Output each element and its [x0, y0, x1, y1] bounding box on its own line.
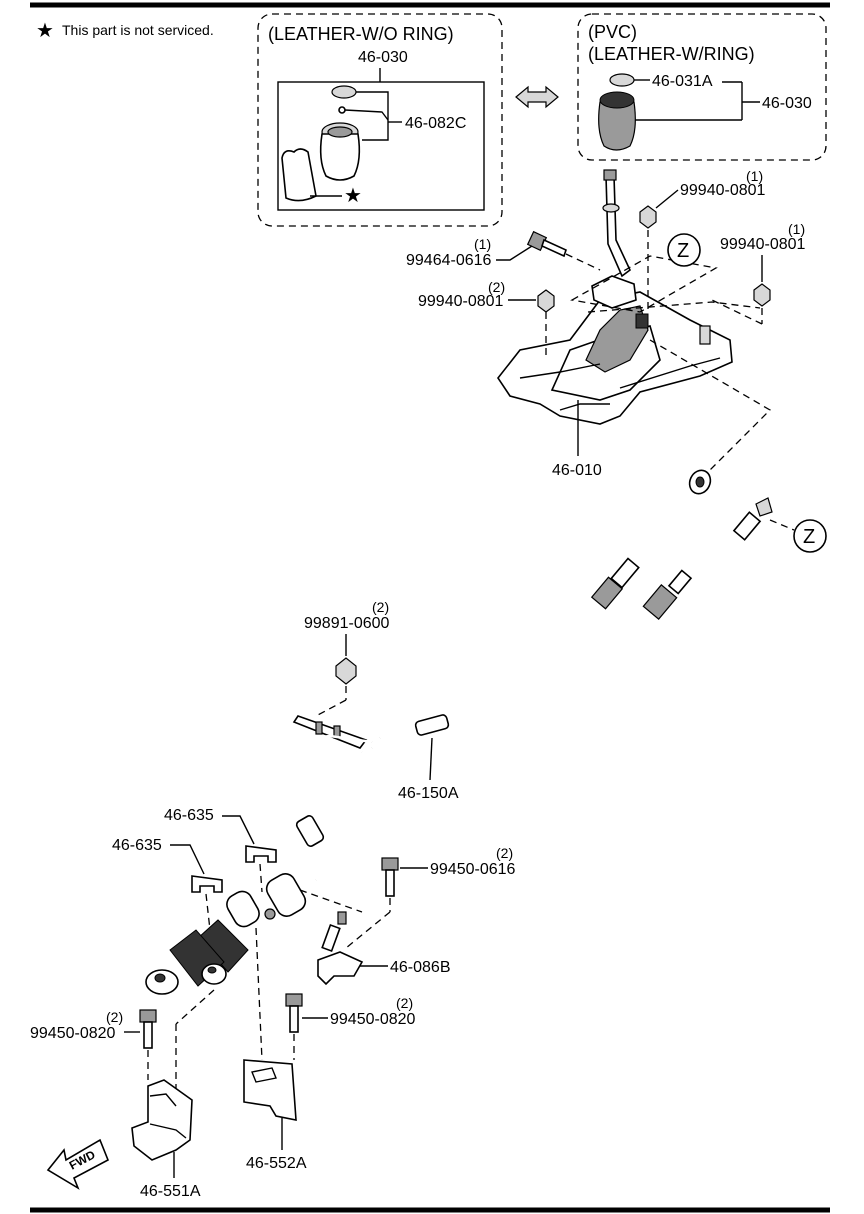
pvc-leather-with-ring-box: (PVC) (LEATHER-W/RING) 46-031A 46-030 — [577, 13, 827, 161]
forward-arrow-icon: FWD — [46, 1138, 110, 1190]
bolt-icon — [526, 230, 567, 258]
knob-part-number-2: 46-030 — [762, 95, 812, 112]
shift-knob-icon — [598, 91, 636, 151]
leather-without-ring-box: (LEATHER-W/O RING) 46-030 46-082C ★ — [257, 13, 503, 227]
callout-part-number: 99940-0801 — [418, 293, 504, 310]
star-icon: ★ — [36, 20, 54, 42]
callout-part-number: 99450-0616 — [430, 861, 516, 878]
bracket-icon — [131, 1079, 193, 1161]
bracket-icon — [317, 911, 364, 986]
callout-part-number: 46-010 — [552, 462, 602, 479]
leather-without-ring-title: (LEATHER-W/O RING) — [268, 24, 454, 44]
ref-marker-z-2-label: Z — [803, 526, 815, 548]
pin-icon — [338, 106, 346, 114]
emblem-part-number: 46-031A — [652, 73, 713, 90]
shift-cable-icon — [145, 469, 773, 995]
callout-part-number: 46-635 — [112, 837, 162, 854]
bracket-icon — [243, 1059, 297, 1121]
callout-part-number: 46-635 — [164, 807, 214, 824]
callout-qty: (2) — [372, 599, 389, 615]
not-serviced-star-icon: ★ — [344, 185, 362, 207]
leather-with-ring-title: (LEATHER-W/RING) — [588, 44, 755, 64]
callout-part-number: 99940-0801 — [720, 236, 806, 253]
bolt-icon — [139, 1009, 157, 1049]
nut-icon — [537, 289, 555, 313]
callout-qty: (2) — [488, 279, 505, 295]
callout-qty: (1) — [474, 236, 491, 252]
callout-qty: (2) — [396, 995, 413, 1011]
nut-icon — [335, 657, 357, 685]
callout-qty: (2) — [496, 845, 513, 861]
double-arrow-icon — [515, 85, 559, 109]
callout-part-number: 46-551A — [140, 1183, 201, 1200]
callout-part-number: 46-150A — [398, 785, 459, 802]
callout-part-number: 99891-0600 — [304, 615, 390, 632]
knob-part-number: 46-030 — [358, 49, 408, 66]
callout-part-number: 99450-0820 — [330, 1011, 416, 1028]
nut-icon — [753, 283, 771, 307]
shift-lever-assembly-icon — [497, 169, 733, 425]
emblem-icon — [609, 73, 635, 87]
callout-qty: (1) — [788, 221, 805, 237]
callout-part-number: 99450-0820 — [30, 1025, 116, 1042]
callout-part-number: 46-552A — [246, 1155, 307, 1172]
pvc-title: (PVC) — [588, 22, 637, 42]
knob-sub-part-number: 46-082C — [405, 115, 466, 132]
clip-icon — [191, 875, 223, 893]
callout-part-number: 99940-0801 — [680, 182, 766, 199]
ref-marker-z-label: Z — [677, 240, 689, 262]
callout-qty: (1) — [746, 168, 763, 184]
emblem-icon — [331, 85, 357, 99]
ref-marker-z — [667, 233, 701, 267]
callout-part-number: 46-086B — [390, 959, 451, 976]
ref-marker-z-2 — [793, 519, 827, 553]
callout-qty: (2) — [106, 1009, 123, 1025]
shift-knob-icon — [319, 122, 361, 181]
knob-boot-icon — [281, 148, 317, 202]
clip-icon — [245, 845, 277, 863]
bolt-icon — [381, 857, 399, 897]
nut-icon — [639, 205, 657, 229]
callout-part-number: 99464-0616 — [406, 252, 492, 269]
bolt-icon — [285, 993, 303, 1033]
not-serviced-note: This part is not serviced. — [62, 22, 214, 38]
